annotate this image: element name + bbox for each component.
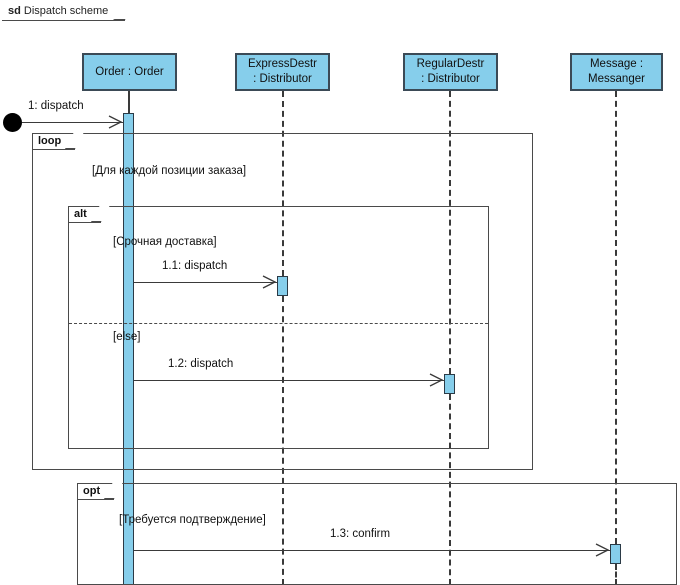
lifeline-label-order-line1: Order : Order (95, 65, 164, 78)
message-label-1-2-dispatch: 1.2: dispatch (168, 358, 234, 370)
lifeline-stem-regular-upper (449, 91, 451, 374)
fragment-alt-guard-1: [Срочная доставка] (113, 236, 217, 248)
fragment-alt-divider (69, 323, 488, 324)
fragment-alt[interactable] (68, 206, 489, 449)
arrowhead-icon-1-1 (262, 275, 276, 289)
diagram-name: Dispatch scheme (23, 5, 109, 17)
lifeline-label-express-line1: ExpressDestr (247, 58, 318, 70)
message-label-1-dispatch: 1: dispatch (28, 100, 84, 112)
lifeline-stem-order (128, 91, 130, 113)
activation-bar-messenger[interactable] (610, 544, 621, 564)
lifeline-label-messenger-line1: Message : (589, 58, 644, 70)
lifeline-stem-express-lower (282, 296, 284, 585)
fragment-opt-guard: [Требуется подтверждение] (119, 514, 266, 526)
arrowhead-icon-1-2 (429, 373, 443, 387)
arrowhead-icon-1 (108, 115, 122, 129)
lifeline-stem-regular-lower (449, 394, 451, 585)
diagram-kind-keyword: sd (8, 5, 21, 17)
fragment-loop[interactable] (32, 133, 533, 470)
lifeline-label-express-line2: : Distributor (253, 73, 312, 85)
activation-bar-express[interactable] (277, 276, 288, 296)
message-line-1-2-dispatch[interactable] (134, 380, 444, 381)
lifeline-label-messenger-line2: Messanger (588, 73, 645, 85)
lifeline-stem-express-upper (282, 91, 284, 276)
fragment-alt-guard-2: [else] (113, 331, 141, 343)
message-label-1-3-confirm: 1.3: confirm (330, 528, 391, 540)
lifeline-head-express-destr[interactable]: ExpressDestr : Distributor (235, 53, 330, 91)
activation-bar-regular[interactable] (444, 374, 455, 394)
found-message-start-dot (3, 113, 22, 132)
lifeline-stem-messenger-lower (615, 564, 617, 585)
lifeline-label-regular-line2: : Distributor (421, 73, 480, 85)
fragment-alt-operator: alt (69, 207, 101, 223)
fragment-loop-operator: loop (33, 134, 76, 150)
message-line-1-3-confirm[interactable] (134, 550, 610, 551)
lifeline-head-regular-destr[interactable]: RegularDestr : Distributor (403, 53, 498, 91)
message-label-1-1-dispatch: 1.1: dispatch (162, 260, 228, 272)
message-line-1-1-dispatch[interactable] (134, 282, 277, 283)
message-line-1-dispatch[interactable] (22, 122, 123, 123)
arrowhead-icon-1-3 (595, 543, 609, 557)
lifeline-head-order[interactable]: Order : Order (82, 53, 177, 91)
lifeline-head-messenger[interactable]: Message : Messanger (570, 53, 663, 91)
diagram-frame-label: sd Dispatch scheme (2, 2, 126, 21)
fragment-opt-operator: opt (78, 484, 115, 500)
lifeline-label-regular-line1: RegularDestr (416, 58, 485, 70)
lifeline-stem-messenger-upper (615, 91, 617, 544)
fragment-loop-guard: [Для каждой позиции заказа] (92, 165, 247, 177)
